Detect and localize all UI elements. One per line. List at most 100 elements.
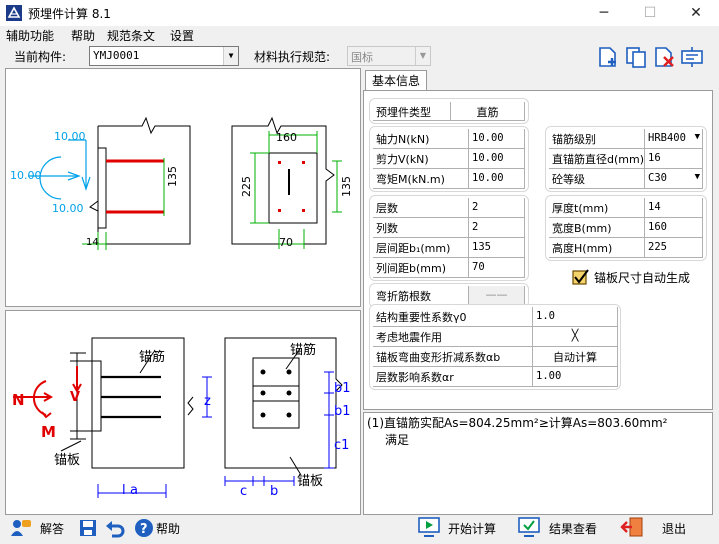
component-select-value: YMJ0001: [93, 49, 140, 62]
columns-label: 列数: [373, 218, 469, 238]
rebar-grade-value: HRB400: [648, 132, 686, 144]
axial-force-label: 轴力N(kN): [373, 129, 469, 149]
delete-icon[interactable]: [652, 45, 676, 69]
component-select[interactable]: YMJ0001 ▼: [89, 46, 239, 66]
menu-help[interactable]: 帮助: [71, 29, 96, 43]
lever-arm-label: z: [204, 394, 211, 409]
bending-reduction-label: 锚板弯曲变形折减系数αb: [373, 347, 533, 367]
undo-icon[interactable]: [104, 518, 126, 538]
save-icon[interactable]: [78, 518, 98, 538]
menu-settings[interactable]: 设置: [170, 29, 195, 43]
rebar-diameter-input[interactable]: 16: [645, 149, 703, 169]
chevron-down-icon: ▼: [694, 172, 700, 182]
bent-bars-input[interactable]: ——: [469, 286, 525, 306]
moment-symbol: M: [41, 423, 56, 441]
auto-size-checkbox[interactable]: 锚板尺寸自动生成: [572, 267, 708, 287]
tab-basic-info[interactable]: 基本信息: [365, 70, 427, 91]
view-result-icon[interactable]: [518, 516, 540, 538]
spacing-b1-label-2: b1: [334, 404, 351, 419]
importance-factor-input[interactable]: 1.0: [533, 307, 618, 327]
anchor-bar-label-2: 锚筋: [290, 342, 316, 358]
minimize-button[interactable]: ─: [599, 5, 609, 21]
moment-label: 弯矩M(kN.m): [373, 169, 469, 189]
schematic-diagram: 锚筋 锚筋 锚板 锚板 N V M z l a b1 b1 c1 c b: [12, 337, 351, 499]
plate-width-input[interactable]: 160: [645, 218, 703, 238]
basic-info-panel: 预埋件类型 直筋 轴力N(kN) 10.00 剪力V(kN) 10.00 弯矩M…: [363, 90, 713, 410]
shear-force-input[interactable]: 10.00: [469, 149, 525, 169]
concrete-grade-select[interactable]: C30 ▼: [645, 169, 703, 189]
elevation-diagram-panel: 10.00 10.00 10.00 135 14: [5, 68, 361, 307]
column-spacing-input[interactable]: 70: [469, 258, 525, 278]
new-file-icon[interactable]: [596, 45, 620, 69]
shear-force-label: 剪力V(kN): [373, 149, 469, 169]
shear-value-label: 10.00: [54, 130, 86, 143]
component-label: 当前构件:: [14, 50, 67, 64]
axial-force-symbol: N: [12, 391, 25, 409]
view-result-button[interactable]: 结果查看: [549, 522, 598, 536]
moment-input[interactable]: 10.00: [469, 169, 525, 189]
bent-bars-label: 弯折筋根数: [373, 286, 469, 306]
chevron-down-icon: ▼: [415, 47, 430, 65]
svg-text:?: ?: [140, 522, 148, 537]
anchor-plate-label: 锚板: [54, 453, 80, 468]
spacing-b-label: b: [270, 484, 278, 499]
columns-input[interactable]: 2: [469, 218, 525, 238]
plate-height-input[interactable]: 225: [645, 238, 703, 258]
layers-label: 层数: [373, 198, 469, 218]
column-spacing-label: 列间距b(mm): [373, 258, 469, 278]
layer-spacing-input[interactable]: 135: [469, 238, 525, 258]
layer-spacing-label: 层间距b₁(mm): [373, 238, 469, 258]
spec-select-value: 国标: [351, 51, 373, 64]
spec-select[interactable]: 国标 ▼: [347, 46, 431, 66]
maximize-button[interactable]: ☐: [643, 5, 657, 21]
title-bar: 预埋件计算 8.1 ─ ☐ ✕: [0, 0, 719, 26]
window-title: 预埋件计算 8.1: [28, 7, 111, 21]
materials-group: 锚筋级别 HRB400▼ 直锚筋直径d(mm) 16 砼等级 C30▼: [545, 126, 707, 192]
layers-input[interactable]: 2: [469, 198, 525, 218]
spacing-b1-label: b1: [334, 381, 351, 396]
start-calc-button[interactable]: 开始计算: [448, 522, 497, 536]
rebar-grade-select[interactable]: HRB400▼: [645, 129, 703, 149]
menu-aux-functions[interactable]: 辅助功能: [6, 29, 55, 43]
rebar-grade-label: 锚筋级别: [549, 129, 645, 149]
result-line-1: (1)直锚筋实配As=804.25mm²≥计算As=803.60mm²: [367, 416, 668, 430]
start-calc-icon[interactable]: [418, 516, 440, 538]
edge-c-label: c: [240, 484, 247, 499]
plate-width-label: 宽度B(mm): [549, 218, 645, 238]
copy-icon[interactable]: [624, 45, 648, 69]
plate-thickness-label: 14: [86, 237, 99, 248]
result-output[interactable]: (1)直锚筋实配As=804.25mm²≥计算As=803.60mm² 满足: [363, 412, 713, 515]
rebar-diameter-label: 直锚筋直径d(mm): [549, 149, 645, 169]
axial-force-input[interactable]: 10.00: [469, 129, 525, 149]
menu-code-clauses[interactable]: 规范条文: [107, 29, 156, 43]
layer-factor-input[interactable]: 1.00: [533, 367, 618, 387]
auto-size-label: 锚板尺寸自动生成: [594, 271, 691, 285]
menu-bar: 辅助功能 帮助 规范条文 设置: [0, 26, 719, 44]
help-icon[interactable]: ?: [134, 518, 154, 538]
bent-bars-group: 弯折筋根数 ——: [369, 283, 529, 308]
answer-icon[interactable]: [10, 518, 32, 538]
close-button[interactable]: ✕: [690, 5, 702, 21]
anchor-length-label: a: [130, 483, 138, 498]
settings-icon[interactable]: [680, 45, 704, 69]
layer-spacing-label: 135: [340, 176, 353, 197]
anchor-bar-label: 锚筋: [139, 349, 165, 365]
axial-value-label: 10.00: [10, 169, 42, 182]
spec-label: 材料执行规范:: [254, 50, 331, 64]
plate-height-label: 高度H(mm): [549, 238, 645, 258]
help-button[interactable]: 帮助: [156, 522, 181, 536]
anchor-length-symbol: l: [122, 483, 126, 498]
checkbox-checked-icon: [572, 269, 589, 285]
embed-type-select[interactable]: 直筋: [451, 102, 525, 121]
concrete-grade-value: C30: [648, 172, 667, 184]
moment-value-label: 10.00: [52, 202, 84, 215]
exit-button[interactable]: 退出: [662, 522, 687, 536]
bending-reduction-select[interactable]: 自动计算: [533, 347, 618, 367]
schematic-diagram-panel: 锚筋 锚筋 锚板 锚板 N V M z l a b1 b1 c1 c b: [5, 310, 361, 515]
answer-button[interactable]: 解答: [40, 522, 65, 536]
plate-thickness-label: 厚度t(mm): [549, 198, 645, 218]
exit-icon[interactable]: [620, 516, 644, 538]
loads-group: 轴力N(kN) 10.00 剪力V(kN) 10.00 弯矩M(kN.m) 10…: [369, 126, 529, 192]
plate-thickness-input[interactable]: 14: [645, 198, 703, 218]
seismic-toggle[interactable]: ╳: [533, 327, 618, 347]
